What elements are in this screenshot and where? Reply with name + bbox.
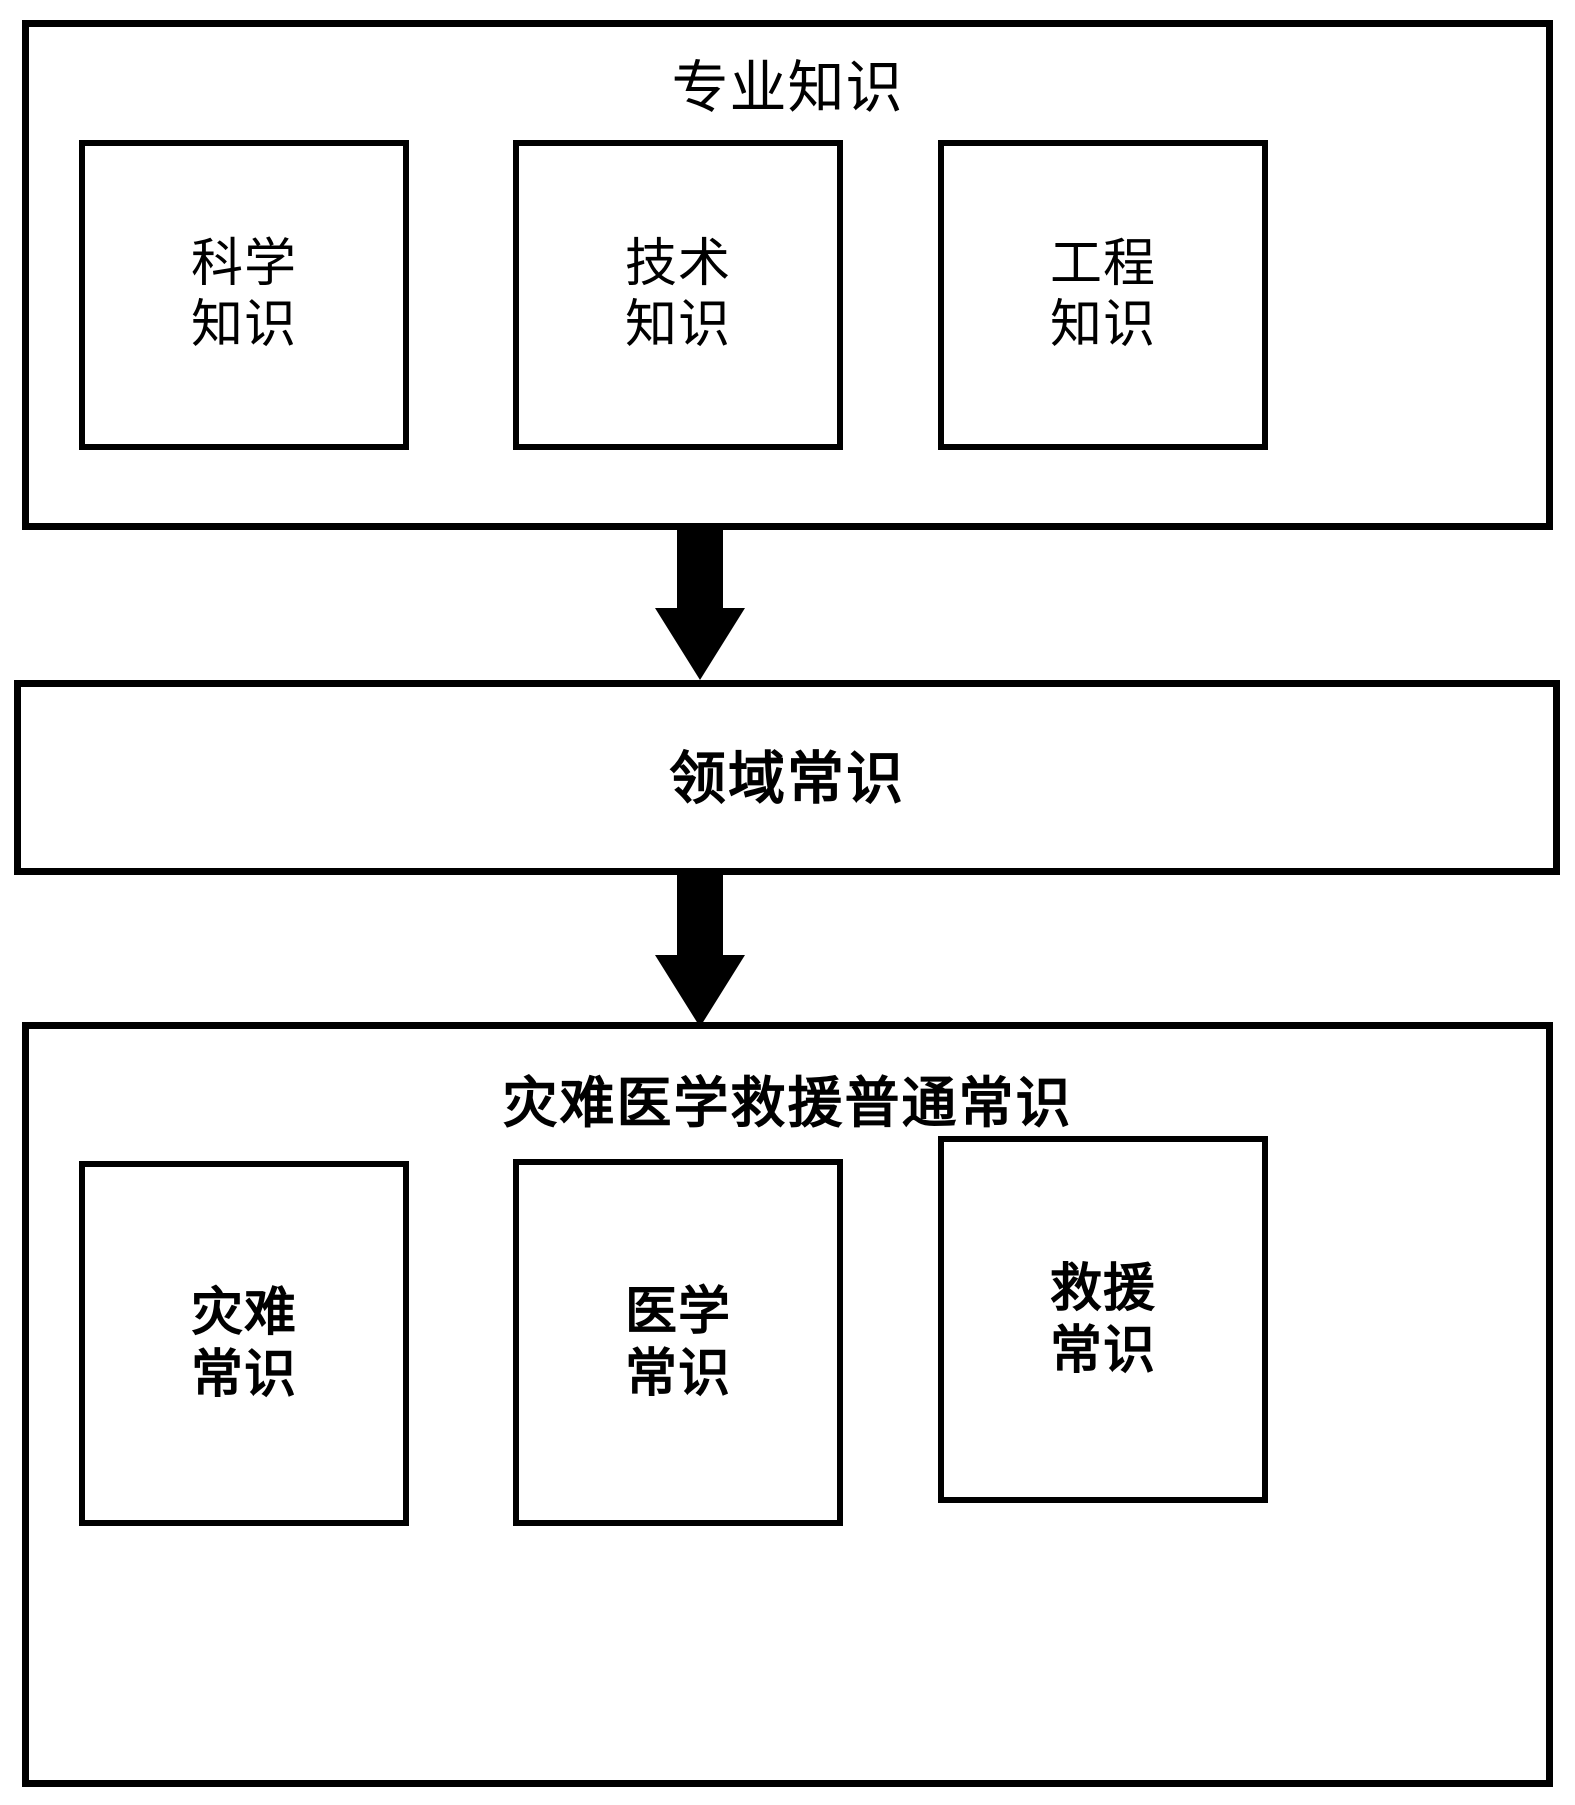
top-item-box-science[interactable]: 科学 知识 [79, 140, 409, 450]
bottom-item-label-disaster: 灾难 常识 [190, 1282, 297, 1405]
bottom-item-label-rescue: 救援 常识 [1049, 1258, 1156, 1381]
bottom-group-box: 灾难医学救援普通常识 灾难 常识 医学 常识 救援 常识 [22, 1022, 1553, 1787]
bottom-item-label-medical: 医学 常识 [624, 1281, 731, 1404]
arrow-middle-to-bottom [655, 873, 745, 1027]
top-item-label-science: 科学 知识 [190, 233, 297, 355]
top-item-label-technology: 技术 知识 [624, 233, 731, 355]
bottom-item-box-disaster[interactable]: 灾难 常识 [79, 1161, 409, 1526]
top-group-title: 专业知识 [671, 55, 904, 121]
top-item-box-engineering[interactable]: 工程 知识 [938, 140, 1268, 450]
middle-group-box[interactable]: 领域常识 [14, 680, 1560, 875]
top-group-box: 专业知识 科学 知识 技术 知识 工程 知识 [22, 20, 1553, 530]
bottom-item-box-rescue[interactable]: 救援 常识 [938, 1136, 1268, 1503]
top-item-box-technology[interactable]: 技术 知识 [513, 140, 843, 450]
bottom-group-title: 灾难医学救援普通常识 [502, 1070, 1073, 1135]
bottom-item-box-medical[interactable]: 医学 常识 [513, 1159, 843, 1526]
top-item-label-engineering: 工程 知识 [1049, 233, 1156, 355]
middle-group-label: 领域常识 [669, 745, 905, 812]
arrow-top-to-middle [655, 528, 745, 680]
